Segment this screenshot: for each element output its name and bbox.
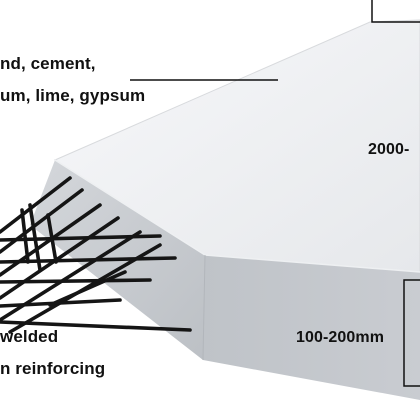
- mesh-label-line2: n reinforcing: [0, 359, 106, 378]
- length-dimension-label: 2000-: [368, 141, 410, 158]
- rebar-bar: [0, 188, 84, 254]
- mesh-label-line1: welded: [0, 327, 59, 346]
- panel-corner-edge: [202, 254, 206, 361]
- rebar-bar: [0, 298, 122, 308]
- rebar-bar: [48, 270, 127, 307]
- material-label-line2: um, lime, gypsum: [0, 86, 146, 105]
- reinforcing-mesh: [0, 176, 192, 334]
- length-dimension-mark: [371, 0, 420, 23]
- thickness-dimension-mark: [403, 279, 420, 387]
- material-label-line1: nd, cement,: [0, 54, 96, 73]
- rebar-bar: [20, 208, 30, 264]
- rebar-bar: [0, 216, 120, 300]
- panel-front-right-face: [203, 255, 420, 400]
- rebar-bar: [0, 278, 152, 284]
- rebar-bar: [0, 176, 72, 234]
- rebar-bar: [46, 213, 58, 264]
- rebar-bar: [0, 320, 192, 332]
- rebar-bar: [28, 203, 42, 272]
- thickness-dimension-label: 100-200mm: [296, 329, 385, 346]
